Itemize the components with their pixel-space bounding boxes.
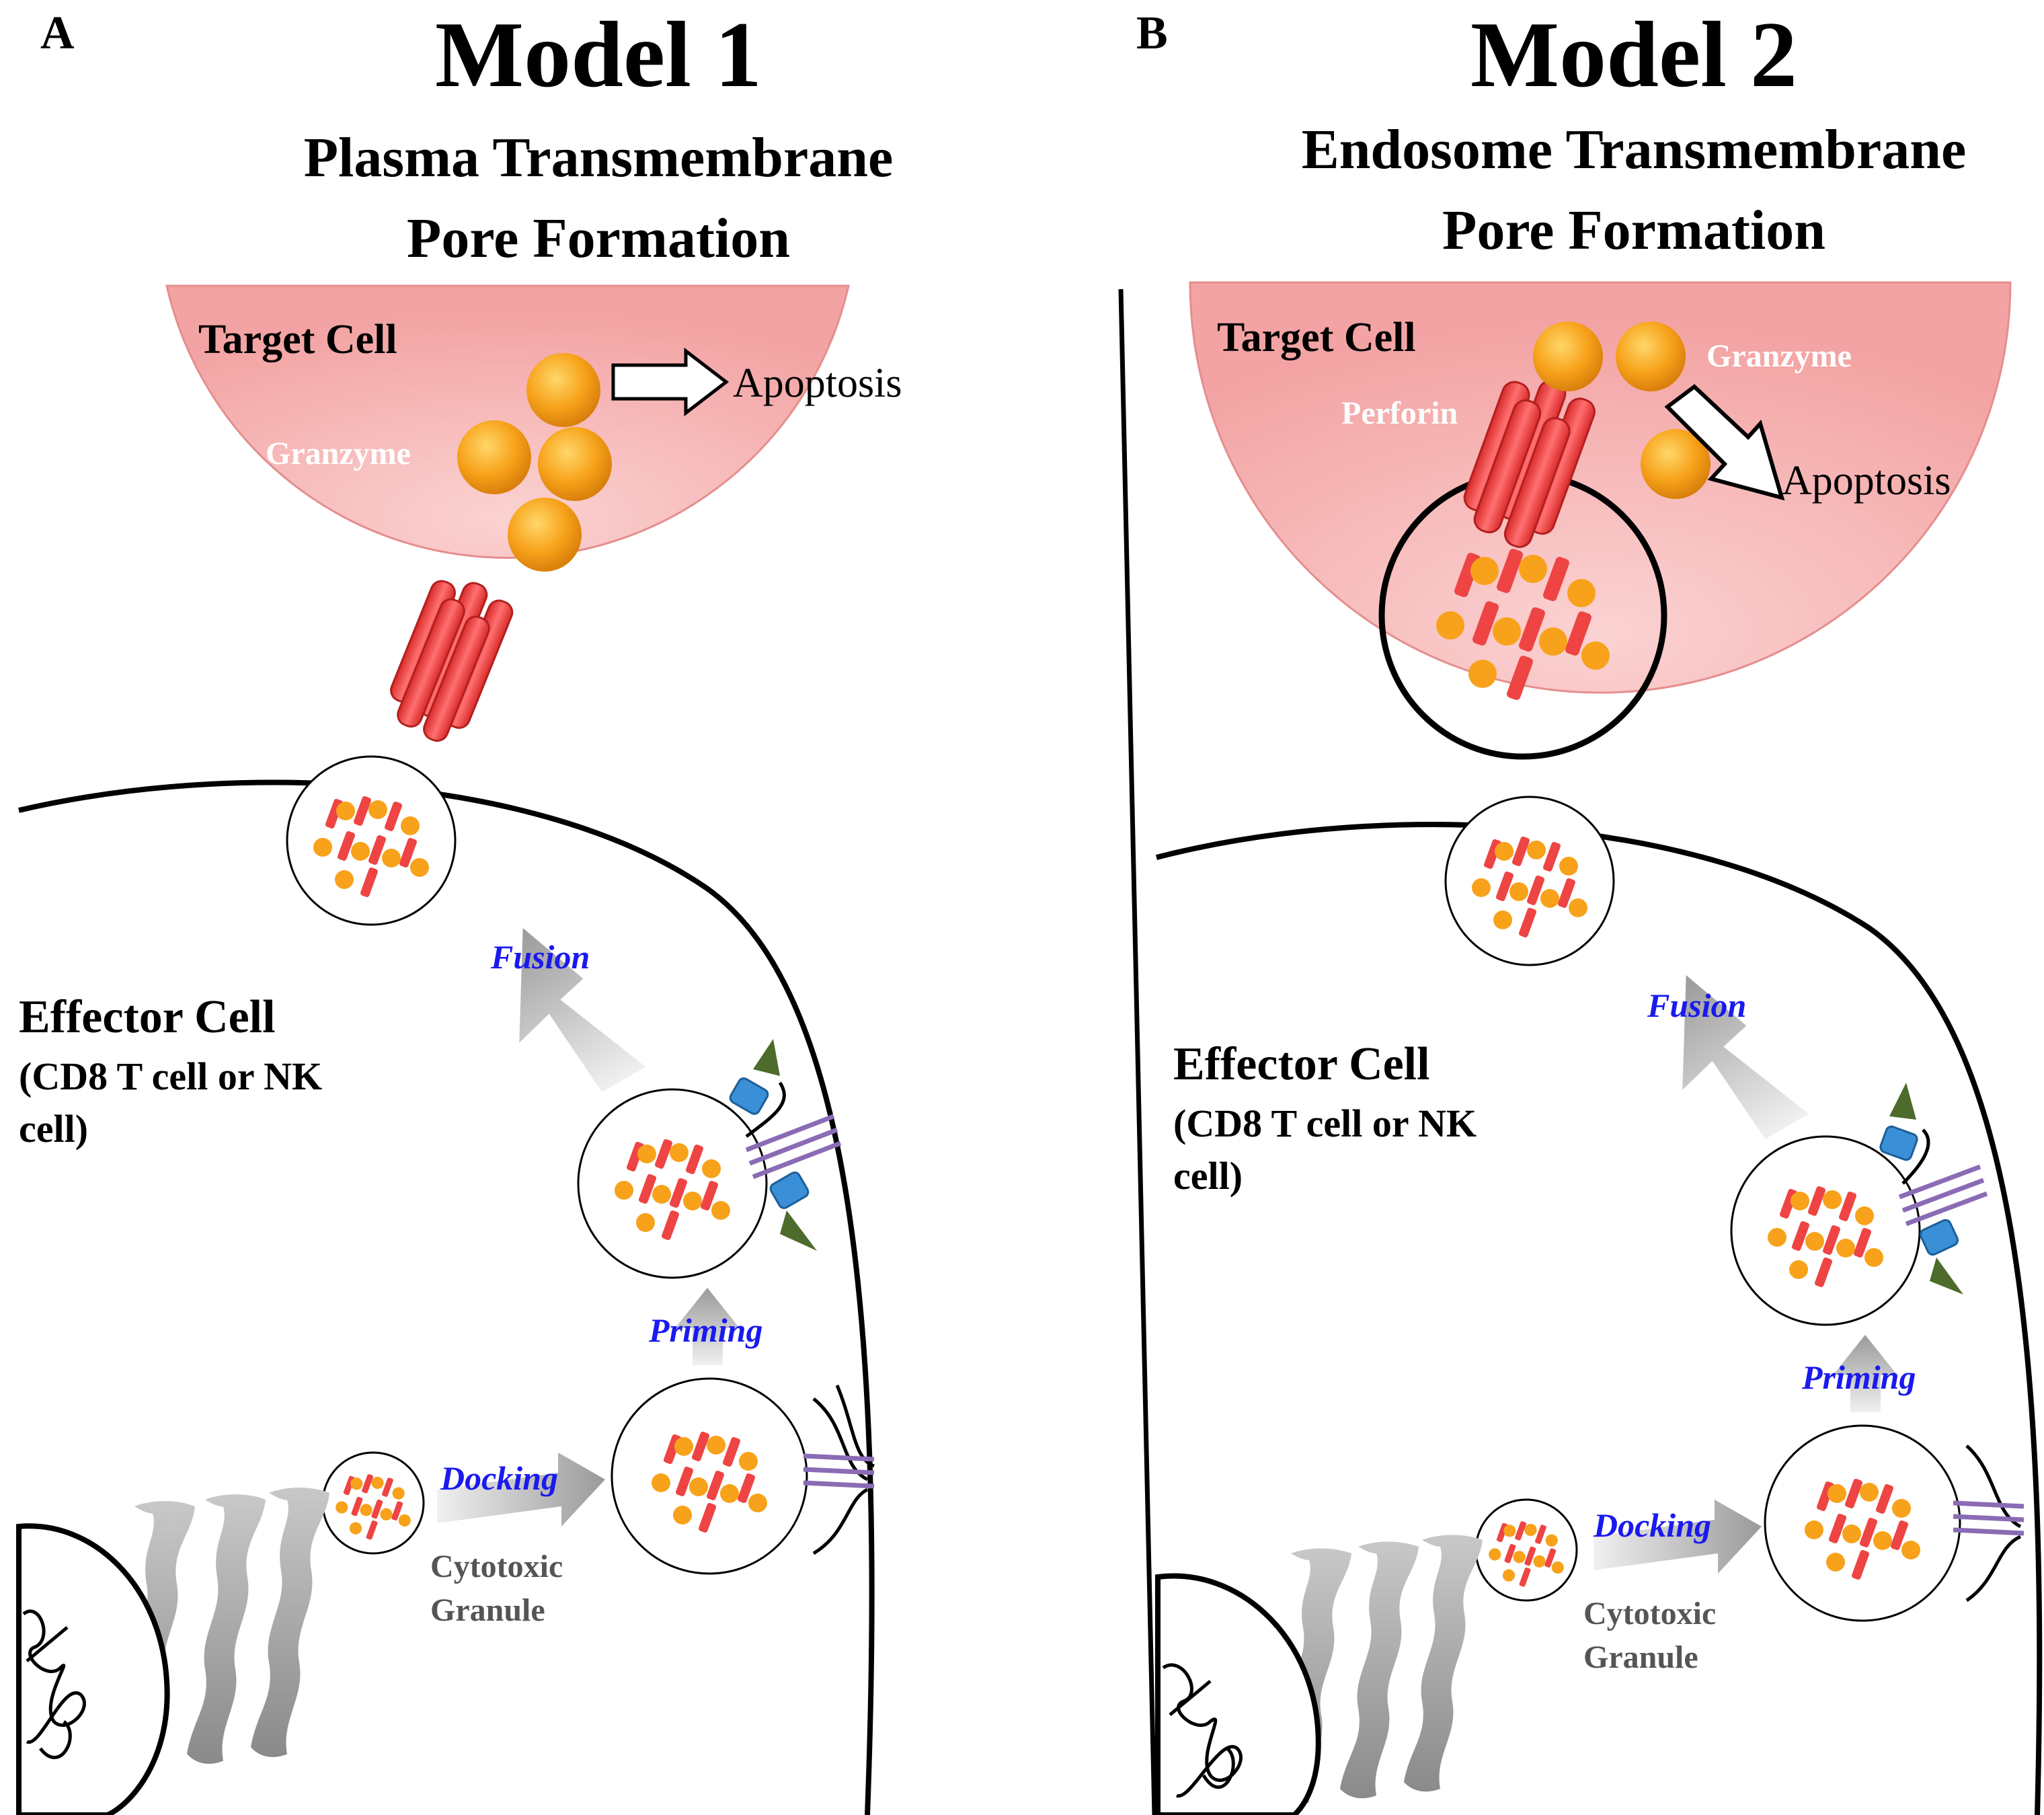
- apoptosis-label: Apoptosis: [1782, 458, 1951, 504]
- perforin-label: Perforin: [1341, 395, 1458, 431]
- fused-granule: [1444, 796, 1615, 966]
- nucleus: [16, 1523, 170, 1815]
- model-title: Model 2: [1470, 3, 1797, 107]
- model-subtitle-line1: Plasma Transmembrane: [304, 126, 894, 189]
- docking-arrow: [1594, 1500, 1762, 1574]
- granule-label-line1: Cytotoxic: [1583, 1596, 1716, 1631]
- granzyme: [1641, 429, 1711, 499]
- panel-letter: A: [40, 7, 75, 59]
- apoptosis-arrow: [611, 347, 730, 417]
- docking-label: Docking: [1593, 1506, 1711, 1544]
- ligand: [753, 1039, 780, 1076]
- granzyme: [1616, 321, 1686, 391]
- snare-complex-upper: [745, 1114, 842, 1180]
- panel-divider: [1118, 288, 1157, 1815]
- chromatin: [22, 1609, 86, 1759]
- fusion-label: Fusion: [1647, 987, 1746, 1024]
- effector-cell-subtitle-line2: cell): [1173, 1154, 1243, 1198]
- effector-cell-membrane: [1156, 822, 2043, 1815]
- ligand: [780, 1210, 817, 1251]
- perforin-pore: [1463, 379, 1596, 548]
- apoptosis-arrow: [1664, 384, 1785, 501]
- priming-label: Priming: [648, 1311, 762, 1349]
- docked-granule: [611, 1377, 808, 1575]
- docking-label: Docking: [440, 1459, 558, 1497]
- chromatin: [1162, 1663, 1243, 1798]
- target-cell: [1189, 281, 2012, 694]
- granule-label-line2: Granule: [1583, 1639, 1698, 1675]
- receptor: [769, 1171, 810, 1209]
- primed-granule: [577, 1088, 768, 1279]
- receptor-complex-upper: [729, 1039, 786, 1138]
- effector-cell-title: Effector Cell: [1173, 1038, 1430, 1090]
- granule-label-line1: Cytotoxic: [430, 1549, 563, 1584]
- panel-a: A Model 1 Plasma Transmembrane Pore Form…: [16, 3, 902, 1815]
- granzyme-cluster: [457, 353, 612, 572]
- snare-complex-docked: [803, 1385, 875, 1555]
- model-subtitle-line2: Pore Formation: [407, 207, 790, 270]
- receptor-complex-lower: [769, 1171, 817, 1251]
- nucleus: [1155, 1573, 1321, 1815]
- receptor: [1919, 1219, 1959, 1256]
- granzyme-cluster: [1533, 321, 1711, 499]
- granzyme: [538, 427, 612, 501]
- receptor: [1879, 1125, 1918, 1161]
- cytotoxic-granule: [321, 1451, 425, 1555]
- granzyme: [457, 420, 531, 494]
- ligand: [1930, 1258, 1963, 1295]
- fusion-arrow: [1682, 975, 1809, 1139]
- target-cell-label: Target Cell: [1217, 315, 1416, 360]
- primed-granule: [1730, 1135, 1921, 1326]
- model-title: Model 1: [435, 3, 762, 107]
- effector-cell-membrane: [18, 779, 875, 1815]
- target-cell: [165, 284, 850, 559]
- docking-arrow: [437, 1453, 605, 1527]
- perforin-pore: [390, 580, 514, 742]
- apoptosis-label: Apoptosis: [733, 360, 902, 406]
- effector-cell-title: Effector Cell: [19, 991, 276, 1043]
- docked-granule: [1764, 1424, 1961, 1622]
- effector-cell-subtitle-line2: cell): [19, 1107, 88, 1151]
- snare-complex-docked: [1953, 1444, 2025, 1602]
- granzyme-label: Granzyme: [266, 436, 411, 471]
- granzyme: [508, 498, 582, 572]
- target-cell-label: Target Cell: [198, 317, 397, 362]
- effector-cell-subtitle-line1: (CD8 T cell or NK: [1173, 1102, 1477, 1145]
- fusion-label: Fusion: [490, 938, 590, 976]
- granzyme: [1533, 321, 1603, 391]
- priming-arrow: [675, 1288, 740, 1365]
- perforin-label: Perforin: [545, 604, 661, 640]
- priming-label: Priming: [1801, 1358, 1916, 1396]
- model-subtitle-line2: Pore Formation: [1442, 199, 1825, 262]
- granzyme-label: Granzyme: [1706, 338, 1852, 374]
- receptor: [729, 1077, 769, 1115]
- fused-granule: [286, 755, 457, 926]
- receptor-complex-lower: [1919, 1219, 1963, 1295]
- granule-label-line2: Granule: [430, 1592, 545, 1628]
- model-subtitle-line1: Endosome Transmembrane: [1302, 118, 1967, 181]
- snare-complex-upper: [1898, 1164, 1988, 1227]
- panel-letter: B: [1136, 7, 1168, 59]
- panel-b: B Model 2 Endosome Transmembrane Pore Fo…: [1136, 3, 2043, 1815]
- ligand: [1889, 1083, 1916, 1120]
- granzyme: [526, 353, 600, 427]
- effector-cell-subtitle-line1: (CD8 T cell or NK: [19, 1054, 322, 1098]
- fusion-arrow: [519, 928, 646, 1092]
- cytotoxic-granule: [1475, 1498, 1578, 1602]
- priming-arrow: [1833, 1335, 1897, 1412]
- receptor-complex-upper: [1879, 1083, 1930, 1185]
